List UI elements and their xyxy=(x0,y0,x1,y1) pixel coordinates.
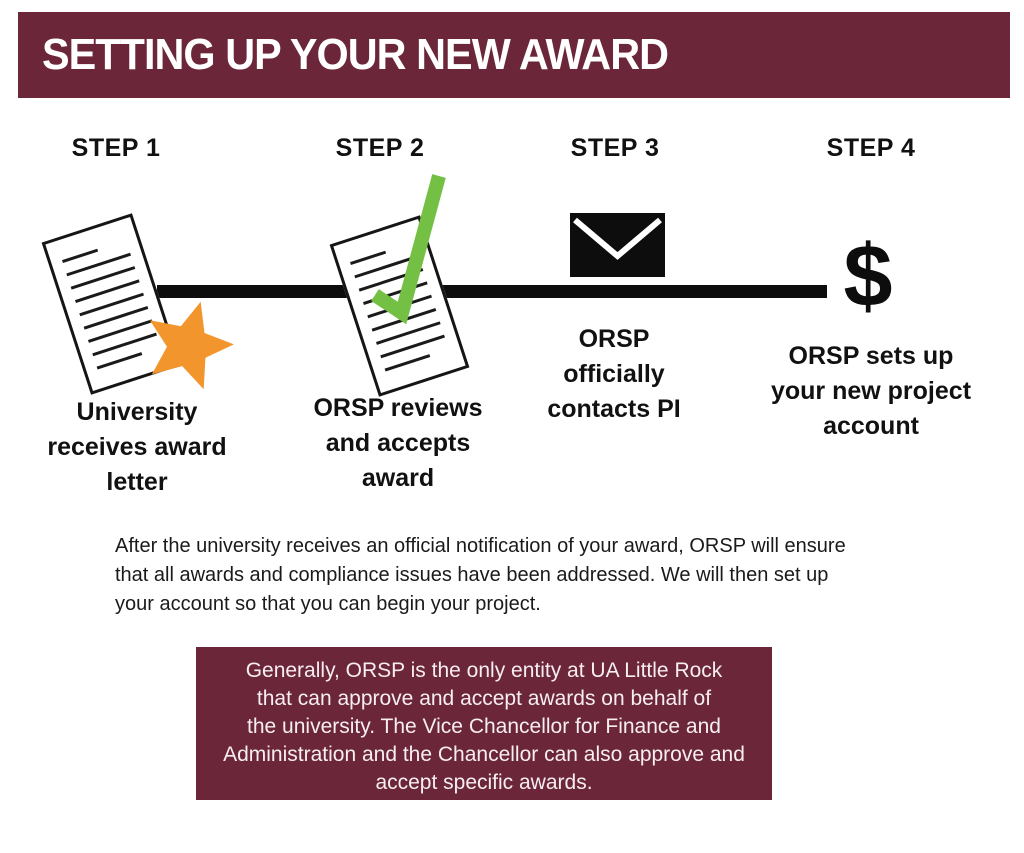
dollar-sign-icon: $ xyxy=(843,226,893,325)
page-title: SETTING UP YOUR NEW AWARD xyxy=(42,30,669,79)
star-icon xyxy=(149,301,234,390)
step-3-caption: ORSP officially contacts PI xyxy=(547,325,681,423)
step-1-caption: University receives award letter xyxy=(47,398,227,496)
envelope-icon xyxy=(570,213,665,277)
step-2-caption: ORSP reviews and accepts award xyxy=(313,394,483,492)
step-1-label: STEP 1 xyxy=(71,134,161,162)
step-4-caption: ORSP sets up your new project account xyxy=(770,342,972,440)
step-3-label: STEP 3 xyxy=(570,134,660,162)
approval-note-box: Generally, ORSP is the only entity at UA… xyxy=(196,647,772,800)
description-paragraph: After the university receives an officia… xyxy=(115,535,846,615)
checkmark-icon xyxy=(371,174,446,324)
step-2-label: STEP 2 xyxy=(335,134,425,162)
title-bar: SETTING UP YOUR NEW AWARD xyxy=(18,12,1010,98)
step-4-label: STEP 4 xyxy=(826,134,916,162)
timeline-bar xyxy=(157,285,827,298)
